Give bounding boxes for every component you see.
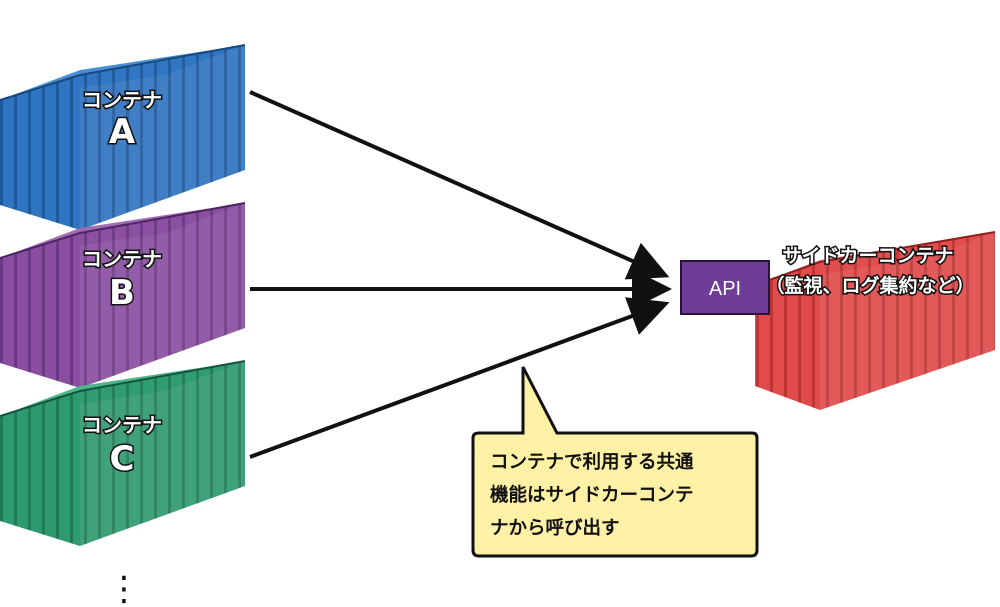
api-label: API bbox=[709, 278, 741, 300]
callout-line-1: コンテナで利用する共通 bbox=[490, 451, 694, 473]
container-c-label: コンテナ bbox=[82, 413, 162, 437]
container-b: コンテナ B bbox=[0, 202, 246, 388]
sidecar-sublabel: （監視、ログ集約など） bbox=[765, 274, 974, 297]
sidecar-label: サイドカーコンテナ bbox=[782, 245, 953, 267]
arrow-a-to-api bbox=[249, 90, 670, 280]
more-containers-ellipsis: ⋮ bbox=[107, 569, 141, 607]
arrow-c-to-api bbox=[249, 297, 670, 459]
container-a: コンテナ A bbox=[0, 44, 246, 230]
callout-line-2: 機能はサイドカーコンテ bbox=[490, 484, 694, 506]
container-a-letter: A bbox=[109, 112, 136, 152]
callout-line-3: ナから呼び出す bbox=[490, 517, 620, 539]
callout: コンテナで利用する共通 機能はサイドカーコンテ ナから呼び出す bbox=[471, 366, 759, 558]
container-c: コンテナ C bbox=[0, 360, 246, 546]
sidecar-container: サイドカーコンテナ （監視、ログ集約など） bbox=[754, 231, 996, 410]
container-c-letter: C bbox=[110, 439, 135, 479]
api-box: API bbox=[680, 260, 770, 315]
container-a-label: コンテナ bbox=[82, 88, 162, 112]
container-b-letter: B bbox=[109, 273, 135, 313]
container-b-label: コンテナ bbox=[82, 247, 162, 271]
